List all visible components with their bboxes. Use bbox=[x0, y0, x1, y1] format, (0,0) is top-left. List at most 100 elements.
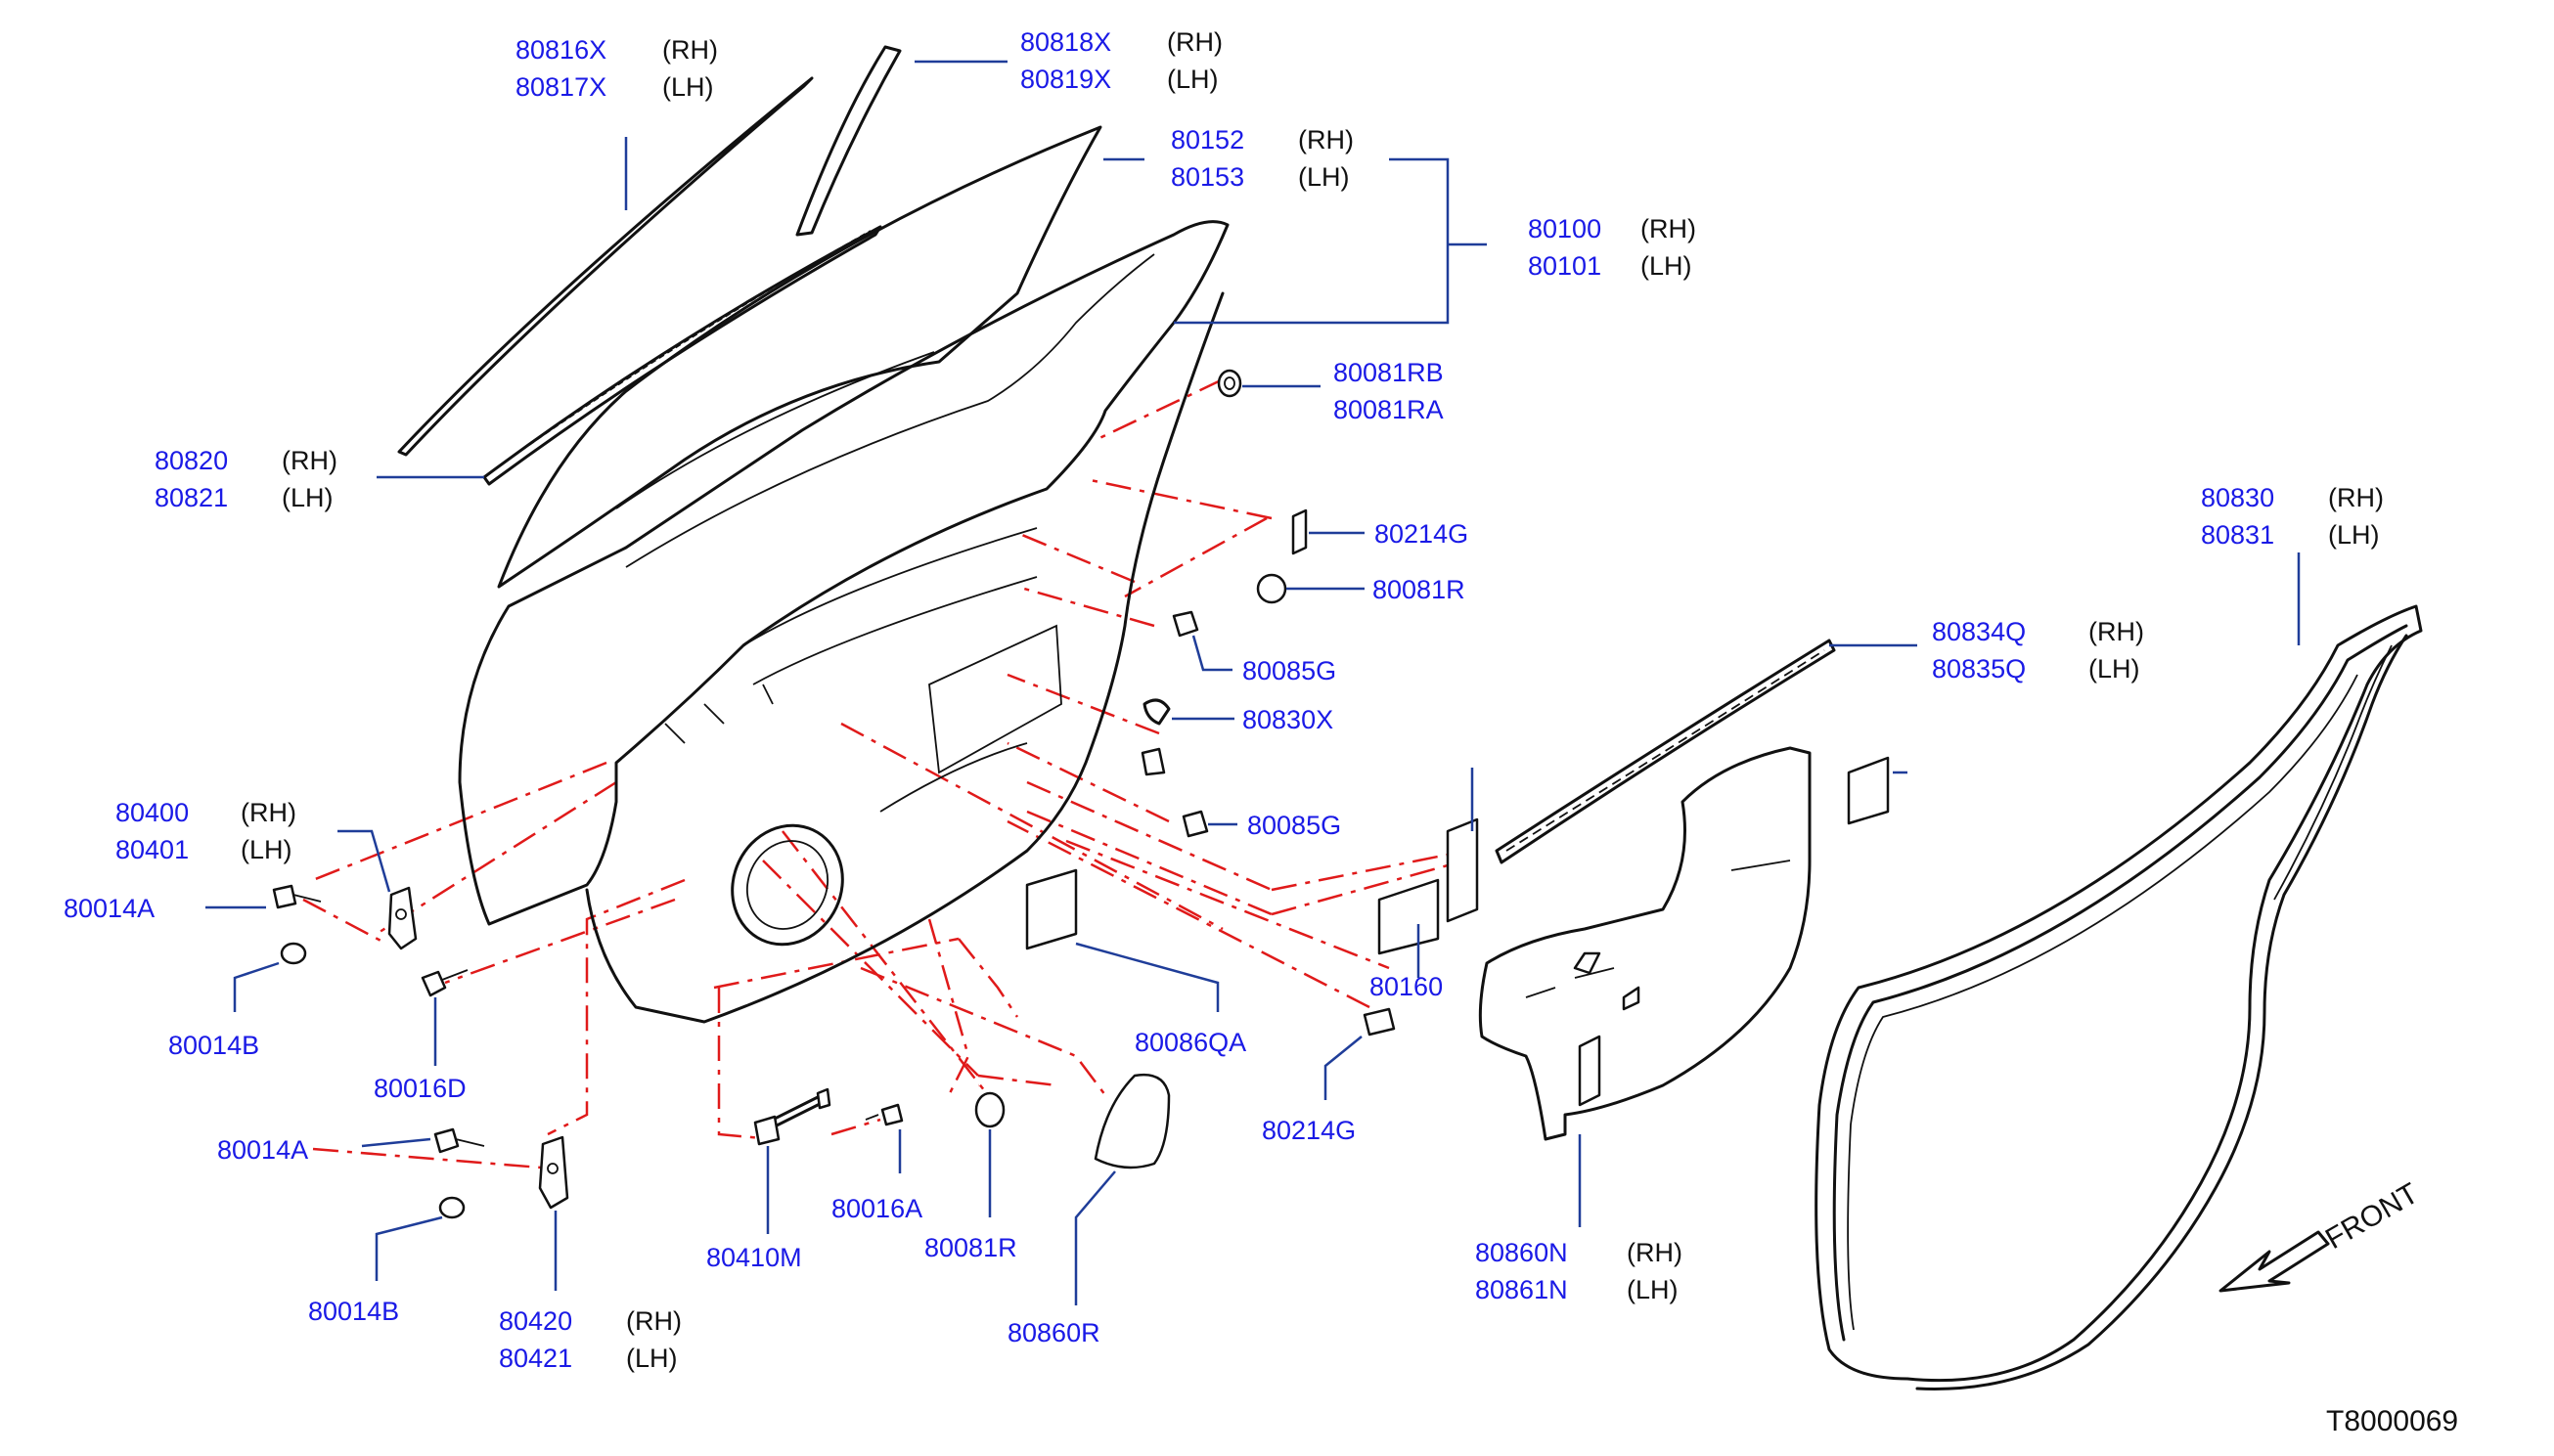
callout-c80860R[interactable]: 80860R bbox=[1008, 1318, 1100, 1347]
part-number[interactable]: 80861N bbox=[1475, 1275, 1568, 1304]
part-number[interactable]: 80081R bbox=[924, 1233, 1017, 1262]
pad-80086Q[interactable] bbox=[1847, 756, 1890, 825]
callout-c80830[interactable]: 80830(RH)80831(LH) bbox=[2201, 483, 2384, 550]
bolt-80014A-bottom[interactable] bbox=[433, 1127, 485, 1154]
callout-c80085G_mid[interactable]: 80085G bbox=[1247, 811, 1341, 840]
part-number[interactable]: 80834Q bbox=[1932, 617, 2026, 646]
part-number[interactable]: 80100 bbox=[1528, 214, 1601, 243]
bolt-80016D[interactable] bbox=[421, 969, 469, 997]
callout-c80820[interactable]: 80820(RH)80821(LH) bbox=[155, 446, 337, 512]
callout-c80818[interactable]: 80818X(RH)80819X(LH) bbox=[1020, 27, 1223, 94]
door-panel[interactable] bbox=[458, 220, 1230, 926]
part-number[interactable]: 80081RA bbox=[1333, 395, 1444, 424]
side-label: (RH) bbox=[2328, 483, 2384, 512]
callout-c80152[interactable]: 80152(RH)80153(LH) bbox=[1171, 125, 1354, 192]
hinge-80420-lower[interactable] bbox=[538, 1135, 569, 1210]
part-number[interactable]: 80400 bbox=[115, 798, 189, 827]
callout-c80081RB[interactable]: 80081RB 80081RA bbox=[1333, 358, 1444, 424]
part-number[interactable]: 80014A bbox=[64, 894, 155, 923]
part-number[interactable]: 80214G bbox=[1374, 519, 1468, 549]
part-number[interactable]: 80835Q bbox=[1932, 654, 2026, 684]
part-number[interactable]: 80160 bbox=[1369, 972, 1443, 1001]
part-number[interactable]: 80818X bbox=[1020, 27, 1111, 57]
callout-c80214G_top[interactable]: 80214G bbox=[1374, 519, 1468, 549]
part-number[interactable]: 80410M bbox=[706, 1243, 802, 1272]
inner-belt-weatherstrip[interactable] bbox=[482, 225, 882, 486]
screen-80860N[interactable] bbox=[1478, 746, 1812, 1141]
clip-80085G-top[interactable] bbox=[1172, 610, 1199, 638]
part-number[interactable]: 80081RB bbox=[1333, 358, 1444, 387]
part-number[interactable]: 80081R bbox=[1372, 575, 1465, 604]
part-number[interactable]: 80820 bbox=[155, 446, 228, 475]
part-number[interactable]: 80819X bbox=[1020, 65, 1111, 94]
part-number[interactable]: 80153 bbox=[1171, 162, 1244, 192]
callout-c80100[interactable]: 80100(RH)80101(LH) bbox=[1528, 214, 1696, 281]
cover-80860R[interactable] bbox=[1094, 1073, 1171, 1169]
plug-80081R-top[interactable] bbox=[1256, 573, 1287, 604]
part-number[interactable]: 80421 bbox=[499, 1344, 572, 1373]
check-link-80410M[interactable] bbox=[753, 1087, 831, 1146]
callout-c80410M[interactable]: 80410M bbox=[706, 1243, 802, 1272]
part-number[interactable]: 80830 bbox=[2201, 483, 2274, 512]
door-weatherstrip-80830[interactable] bbox=[1815, 604, 2423, 1383]
callout-c80086QA[interactable]: 80086QA bbox=[1135, 1028, 1246, 1057]
part-number[interactable]: 80014B bbox=[308, 1297, 399, 1326]
callout-c80016A[interactable]: 80016A bbox=[831, 1194, 922, 1223]
bolt-80016A[interactable] bbox=[865, 1103, 904, 1126]
part-number[interactable]: 80014A bbox=[217, 1135, 308, 1165]
callout-c80014B_bot[interactable]: 80014B bbox=[308, 1297, 399, 1326]
seal-80214G-top[interactable] bbox=[1291, 508, 1308, 555]
callout-c80016D[interactable]: 80016D bbox=[374, 1074, 467, 1103]
part-number[interactable]: 80086QA bbox=[1135, 1028, 1246, 1057]
part-number[interactable]: 80401 bbox=[115, 835, 189, 864]
callout-c80014A_top[interactable]: 80014A bbox=[64, 894, 155, 923]
part-number[interactable]: 80214G bbox=[1262, 1116, 1356, 1145]
callout-c80816[interactable]: 80816X(RH)80817X(LH) bbox=[515, 35, 718, 102]
part-number[interactable]: 80016D bbox=[374, 1074, 467, 1103]
callout-c80420[interactable]: 80420(RH)80421(LH) bbox=[499, 1306, 682, 1373]
part-number[interactable]: 80830X bbox=[1242, 705, 1333, 734]
clip-80830X-second[interactable] bbox=[1141, 747, 1166, 776]
part-number[interactable]: 80860R bbox=[1008, 1318, 1100, 1347]
pad-80214G-bottom[interactable] bbox=[1363, 1007, 1396, 1037]
part-number[interactable]: 80860N bbox=[1475, 1238, 1568, 1267]
callout-c80160[interactable]: 80160 bbox=[1369, 972, 1443, 1001]
callout-c80400[interactable]: 80400(RH)80401(LH) bbox=[115, 798, 296, 864]
part-number[interactable]: 80014B bbox=[168, 1031, 259, 1060]
front-label: FRONT bbox=[2320, 1177, 2424, 1256]
part-number[interactable]: 80420 bbox=[499, 1306, 572, 1336]
part-number[interactable]: 80152 bbox=[1171, 125, 1244, 154]
pad-80160-a[interactable] bbox=[1446, 817, 1479, 923]
callout-c80081R_top[interactable]: 80081R bbox=[1372, 575, 1465, 604]
callout-c80081R_bot[interactable]: 80081R bbox=[924, 1233, 1017, 1262]
side-label: (RH) bbox=[282, 446, 337, 475]
part-number[interactable]: 80821 bbox=[155, 483, 228, 512]
callout-c80214G_bot[interactable]: 80214G bbox=[1262, 1116, 1356, 1145]
grommet-80081RB[interactable] bbox=[1217, 369, 1242, 398]
door-glass[interactable] bbox=[497, 125, 1102, 589]
bolt-80014B-bottom[interactable] bbox=[438, 1196, 466, 1219]
callout-c80830X[interactable]: 80830X bbox=[1242, 705, 1333, 734]
bolt-80014B-top[interactable] bbox=[280, 942, 307, 965]
part-number[interactable]: 80016A bbox=[831, 1194, 922, 1223]
callout-c80014B_top[interactable]: 80014B bbox=[168, 1031, 259, 1060]
clip-80830X[interactable] bbox=[1143, 698, 1171, 726]
part-number[interactable]: 80085G bbox=[1242, 656, 1336, 685]
patch-80086QA[interactable] bbox=[1025, 868, 1078, 950]
part-number[interactable]: 80817X bbox=[515, 72, 606, 102]
bolt-80014A-top[interactable] bbox=[272, 884, 322, 909]
part-number[interactable]: 80101 bbox=[1528, 251, 1601, 281]
part-number[interactable]: 80816X bbox=[515, 35, 606, 65]
clip-80085G-mid[interactable] bbox=[1182, 810, 1209, 838]
callout-c80085G_top[interactable]: 80085G bbox=[1242, 656, 1336, 685]
callout-c80834Q[interactable]: 80834Q(RH)80835Q(LH) bbox=[1932, 617, 2144, 684]
callout-c80860N[interactable]: 80860N(RH)80861N(LH) bbox=[1475, 1238, 1682, 1304]
pad-80160-b[interactable] bbox=[1377, 878, 1440, 955]
part-number[interactable]: 80831 bbox=[2201, 520, 2274, 550]
inner-weatherstrip-80834Q[interactable] bbox=[1495, 639, 1836, 864]
outer-belt-molding[interactable] bbox=[397, 76, 814, 457]
sash-trim[interactable] bbox=[795, 45, 902, 237]
plug-80081R-bottom[interactable] bbox=[974, 1091, 1006, 1128]
part-number[interactable]: 80085G bbox=[1247, 811, 1341, 840]
callout-c80014A_bot[interactable]: 80014A bbox=[217, 1135, 308, 1165]
